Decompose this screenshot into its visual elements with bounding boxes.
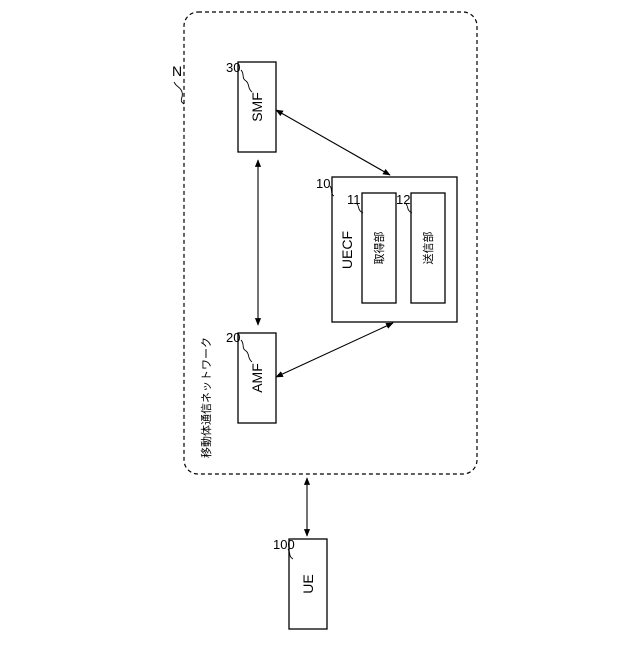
acquisition-unit-ref: 11	[347, 192, 361, 207]
amf-ref: 20	[226, 330, 240, 345]
network-ref: N	[172, 63, 182, 79]
network-label: 移動体通信ネットワーク	[199, 337, 213, 458]
ue-label: UE	[300, 574, 316, 593]
ue-ref: 100	[273, 537, 295, 552]
uecf-ref: 10	[316, 176, 330, 191]
transmission-unit-label: 送信部	[421, 232, 435, 265]
network-ref-leader	[174, 82, 184, 104]
uecf-label: UECF	[339, 231, 355, 269]
smf-uecf-connection	[276, 110, 390, 175]
smf-ref: 30	[226, 60, 240, 75]
amf-label: AMF	[249, 363, 265, 393]
smf-label: SMF	[249, 92, 265, 122]
transmission-unit-ref: 12	[396, 192, 410, 207]
amf-uecf-connection	[276, 323, 393, 377]
acquisition-unit-label: 取得部	[372, 232, 386, 265]
